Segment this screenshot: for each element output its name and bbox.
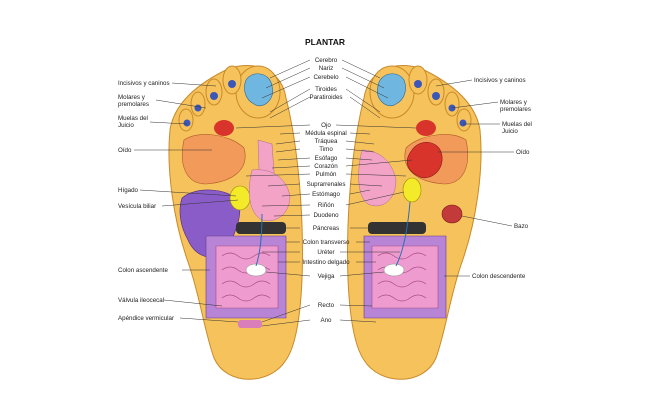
- label-ureter: Uréter: [317, 249, 334, 256]
- right-bladder: [383, 263, 405, 277]
- label-molares-right-2: premolares: [500, 106, 531, 113]
- label-muelas-left-1: Muelas del: [118, 115, 148, 122]
- label-bazo: Bazo: [514, 223, 529, 230]
- label-oido-left: Oído: [118, 147, 132, 154]
- left-small-intestine: [215, 245, 279, 309]
- label-intestino-delgado: Intestino delgado: [302, 259, 350, 266]
- label-incisivos-left: Incisivos y caninos: [118, 80, 170, 87]
- label-nariz: Nariz: [319, 65, 333, 72]
- right-toe-4: [444, 91, 460, 117]
- label-colon-descendente: Colon descendente: [472, 273, 526, 280]
- right-toe-dot-2: [414, 80, 422, 88]
- right-toe-dot-5: [459, 119, 467, 127]
- label-valvula-ileocecal: Válvula ileocecal: [118, 297, 164, 304]
- leader-lines: [134, 59, 514, 327]
- label-tiroides: Tiroides: [315, 86, 337, 93]
- left-lung: [181, 134, 246, 185]
- label-vejiga: Vejiga: [318, 273, 335, 280]
- label-molares-left-2: premolares: [118, 101, 149, 108]
- right-labels: Incisivos y caninos Molares y premolares…: [472, 77, 532, 280]
- left-ureter: [255, 213, 263, 267]
- right-spleen: [441, 204, 463, 224]
- right-eye-zone: [416, 120, 436, 136]
- left-labels: Incisivos y caninos Molares y premolares…: [118, 80, 174, 322]
- left-brain: [244, 73, 274, 106]
- right-ureter: [395, 201, 411, 267]
- label-cerebro: Cerebro: [315, 57, 338, 64]
- label-rinon: Riñón: [318, 202, 335, 209]
- label-colon-transverso: Colon transverso: [303, 239, 350, 246]
- label-muelas-right-1: Muelas del: [502, 121, 532, 128]
- left-toe-dot-5: [183, 119, 191, 127]
- label-colon-ascendente: Colon ascendente: [118, 267, 168, 274]
- label-estomago: Estómago: [312, 191, 340, 198]
- left-foot: [168, 65, 303, 380]
- right-pancreas: [368, 222, 426, 234]
- left-toe-dot-4: [194, 104, 202, 112]
- label-vesicula-biliar: Vesícula biliar: [118, 203, 156, 210]
- diagram-title: PLANTAR: [305, 37, 345, 47]
- right-foot: [347, 65, 482, 380]
- label-paratiroides: Paratiroides: [309, 94, 342, 101]
- label-corazon: Corazón: [314, 163, 338, 170]
- label-molares-left-1: Molares y: [118, 94, 146, 101]
- label-suprarrenales: Suprarrenales: [307, 181, 346, 188]
- label-ano: Ano: [320, 317, 332, 324]
- left-toe-dot-3: [210, 92, 218, 100]
- left-toe-4: [190, 91, 206, 117]
- label-recto: Recto: [318, 302, 335, 309]
- label-pancreas: Páncreas: [313, 225, 339, 232]
- label-cerebelo: Cerebelo: [313, 74, 339, 81]
- left-bladder: [245, 263, 267, 277]
- center-labels: Cerebro Nariz Cerebelo Tiroides Paratiro…: [302, 57, 350, 324]
- label-ojo: Ojo: [321, 122, 331, 129]
- left-pancreas: [236, 222, 286, 234]
- left-toe-dot-2: [228, 80, 236, 88]
- label-higado: Hígado: [118, 187, 139, 194]
- right-heart: [406, 142, 443, 178]
- left-eye-zone: [214, 120, 234, 136]
- label-muelas-left-2: Juicio: [118, 122, 134, 129]
- label-molares-right-1: Molares y: [500, 99, 528, 106]
- left-stomach: [249, 169, 291, 222]
- label-pulmon: Pulmón: [316, 171, 338, 178]
- right-brain: [376, 73, 406, 106]
- label-timo: Timo: [319, 146, 333, 153]
- right-small-intestine: [371, 245, 439, 309]
- label-duodeno: Duodeno: [313, 212, 339, 219]
- left-gallbladder: [229, 185, 251, 211]
- label-oido-right: Oído: [516, 149, 530, 156]
- right-kidney: [402, 177, 422, 203]
- label-incisivos-right: Incisivos y caninos: [474, 77, 526, 84]
- label-traquea: Tráquea: [315, 138, 338, 145]
- left-rectum: [238, 320, 262, 328]
- label-medula-espinal: Médula espinal: [305, 130, 347, 137]
- label-esofago: Esófago: [315, 155, 338, 162]
- label-apendice-vermicular: Apéndice vermicular: [118, 315, 174, 322]
- label-muelas-right-2: Juicio: [502, 128, 518, 135]
- right-toe-dot-3: [432, 92, 440, 100]
- left-intestine-coils: [221, 252, 271, 302]
